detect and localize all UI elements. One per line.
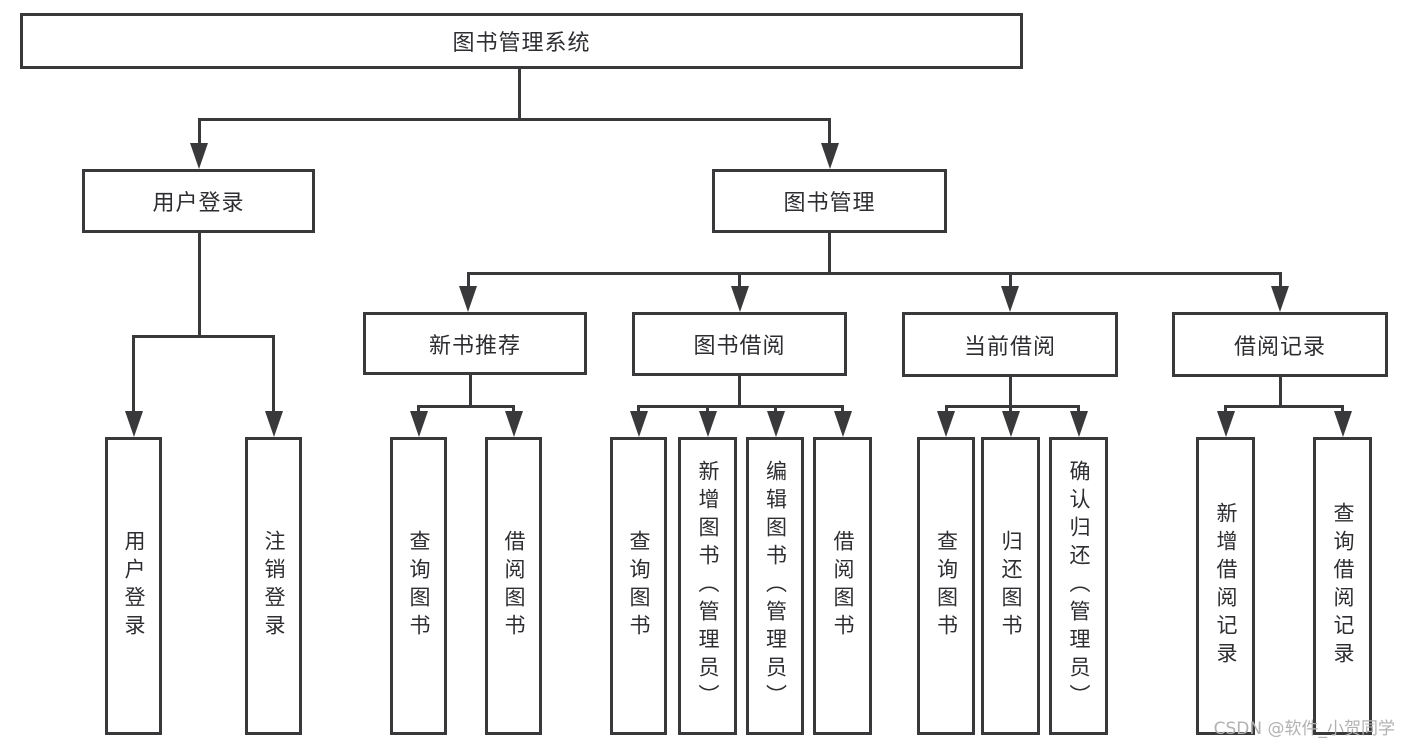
connector-bar [466, 272, 1282, 275]
connector-arrowhead [1001, 286, 1019, 312]
connector-arrowhead [504, 411, 523, 437]
node-library-management-system: 图书管理系统 [20, 13, 1023, 69]
node-book-management: 图书管理 [712, 169, 947, 233]
connector-drop-line [272, 335, 275, 417]
leaf-return-books: 归还图书 [981, 437, 1040, 735]
connector-bar [1224, 405, 1344, 408]
connector-stem [738, 376, 741, 408]
connector-arrowhead [629, 411, 648, 437]
leaf-borrow-books: 借阅图书 [813, 437, 872, 735]
connector-bar [637, 405, 844, 408]
connector-arrowhead [124, 411, 143, 437]
connector-drop-line [738, 272, 741, 292]
leaf-search-borrow-record: 查询借阅记录 [1313, 437, 1372, 735]
leaf-borrow-books-recommendation: 借阅图书 [485, 437, 542, 735]
connector-arrowhead [766, 411, 785, 437]
connector-arrowhead [730, 286, 749, 312]
watermark: CSDN @软件_小贺同学 [1213, 719, 1395, 739]
node-book-borrowing: 图书借阅 [632, 312, 847, 376]
node-user-login: 用户登录 [82, 169, 315, 233]
connector-stem [468, 375, 472, 408]
connector-bar [417, 405, 515, 408]
connector-arrowhead [1216, 411, 1235, 437]
leaf-user-login: 用户登录 [105, 437, 162, 735]
connector-arrowhead [1333, 411, 1352, 437]
connector-stem [828, 233, 831, 275]
leaf-label: 新增借阅记录 [1214, 502, 1238, 670]
leaf-edit-books-admin: 编辑图书（管理员） [746, 437, 804, 735]
leaf-label: 查询借阅记录 [1331, 502, 1355, 670]
connector-arrowhead [698, 411, 717, 437]
leaf-label: 注销登录 [262, 530, 286, 642]
connector-drop-line [132, 335, 135, 417]
leaf-add-borrow-record: 新增借阅记录 [1196, 437, 1255, 735]
leaf-label: 新增图书（管理员） [696, 460, 720, 712]
leaf-label: 归还图书 [999, 530, 1023, 642]
leaf-label: 用户登录 [122, 530, 146, 642]
connector-arrowhead [833, 411, 852, 437]
connector-drop-line [197, 118, 201, 149]
connector-arrowhead [409, 411, 428, 437]
connector-drop-line [828, 118, 831, 149]
connector-stem [197, 233, 201, 338]
connector-arrowhead [1001, 411, 1020, 437]
connector-stem [1008, 377, 1012, 408]
connector-bar [132, 335, 275, 338]
connector-bar [197, 118, 831, 121]
leaf-search-books-recommendation: 查询图书 [390, 437, 447, 735]
leaf-search-books-borrowing: 查询图书 [610, 437, 667, 735]
connector-arrowhead [820, 143, 839, 169]
leaf-label: 查询图书 [407, 530, 431, 642]
connector-drop-line [466, 272, 470, 292]
leaf-logout: 注销登录 [245, 437, 302, 735]
connector-bar [944, 405, 1080, 408]
node-borrowing-records: 借阅记录 [1172, 312, 1388, 377]
connector-arrowhead [1069, 411, 1088, 437]
connector-arrowhead [264, 411, 283, 437]
leaf-search-books-current: 查询图书 [917, 437, 975, 735]
leaf-add-books-admin: 新增图书（管理员） [678, 437, 737, 735]
connector-arrowhead [190, 143, 208, 169]
leaf-label: 借阅图书 [502, 530, 526, 642]
connector-arrowhead [1271, 286, 1289, 312]
connector-drop-line [1278, 272, 1282, 292]
node-new-book-recommendation: 新书推荐 [363, 312, 587, 375]
leaf-label: 编辑图书（管理员） [763, 460, 788, 712]
leaf-confirm-return-admin: 确认归还（管理员） [1049, 437, 1108, 735]
leaf-label: 查询图书 [627, 530, 651, 642]
connector-stem [1278, 377, 1282, 408]
connector-drop-line [1008, 272, 1012, 292]
connector-arrowhead [459, 286, 477, 312]
connector-stem [518, 69, 521, 121]
leaf-label: 确认归还（管理员） [1067, 460, 1091, 712]
leaf-label: 查询图书 [934, 530, 959, 642]
leaf-label: 借阅图书 [831, 530, 855, 642]
connector-arrowhead [937, 411, 955, 437]
node-current-borrowing: 当前借阅 [902, 312, 1118, 377]
